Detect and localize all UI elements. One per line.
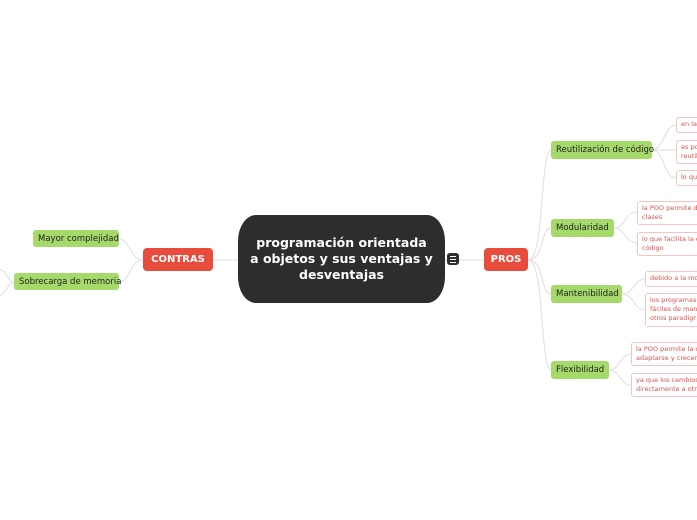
- connector: [651, 124, 677, 151]
- connector: [613, 211, 638, 229]
- leaf-node[interactable]: debido a la mo: [645, 271, 697, 287]
- pros-branch-label: Reutilización de código: [556, 145, 655, 155]
- connector: [118, 259, 144, 283]
- contras-item-label: Mayor complejidad: [38, 233, 119, 244]
- connector: [621, 278, 646, 295]
- notes-icon[interactable]: [447, 253, 459, 265]
- connector: [608, 369, 632, 386]
- leaf-node[interactable]: en la: [676, 117, 697, 133]
- leaf-node[interactable]: es pos reutili: [676, 140, 697, 164]
- leaf-node[interactable]: la POO permite di clases: [637, 201, 697, 225]
- pros-branch-label: Mantenibilidad: [556, 289, 619, 299]
- connector: [651, 149, 677, 179]
- pros-branch-label: Modularidad: [556, 223, 609, 233]
- pros-topic[interactable]: PROS: [484, 248, 528, 271]
- leaf-node[interactable]: la POO permite la c adaptarse y crecer: [631, 342, 697, 366]
- pros-branch-modularidad[interactable]: Modularidad: [551, 219, 614, 237]
- connector: [621, 293, 646, 311]
- connector: [527, 227, 552, 261]
- leaf-node[interactable]: ya que los cambios directamente a otra: [631, 373, 697, 397]
- leaf-node[interactable]: los programas fáciles de man otros parad…: [645, 293, 697, 327]
- contras-item-mayor-complejidad[interactable]: Mayor complejidad: [33, 230, 119, 247]
- leaf-node[interactable]: lo que facilita la c código: [637, 232, 697, 256]
- connector: [527, 149, 552, 261]
- connector: [613, 227, 638, 244]
- pros-branch-mantenibilidad[interactable]: Mantenibilidad: [551, 285, 622, 303]
- contras-topic-label: CONTRAS: [151, 254, 205, 265]
- connector: [527, 259, 552, 295]
- connector: [0, 269, 15, 283]
- connector: [0, 281, 15, 296]
- connector: [527, 259, 552, 371]
- central-topic-title: programación orientada a objetos y sus v…: [250, 235, 433, 282]
- contras-topic[interactable]: CONTRAS: [143, 248, 213, 271]
- central-topic[interactable]: programación orientada a objetos y sus v…: [238, 215, 445, 303]
- pros-branch-reutilizacion[interactable]: Reutilización de código: [551, 141, 655, 159]
- contras-item-sobrecarga-memoria[interactable]: Sobrecarga de memoria: [14, 273, 122, 290]
- leaf-node[interactable]: lo qu: [676, 170, 697, 186]
- pros-branch-flexibilidad[interactable]: Flexibilidad: [551, 361, 609, 379]
- pros-branch-label: Flexibilidad: [556, 365, 605, 375]
- connector: [118, 238, 144, 261]
- contras-item-label: Sobrecarga de memoria: [19, 276, 122, 287]
- pros-topic-label: PROS: [490, 254, 522, 265]
- connector: [608, 353, 632, 371]
